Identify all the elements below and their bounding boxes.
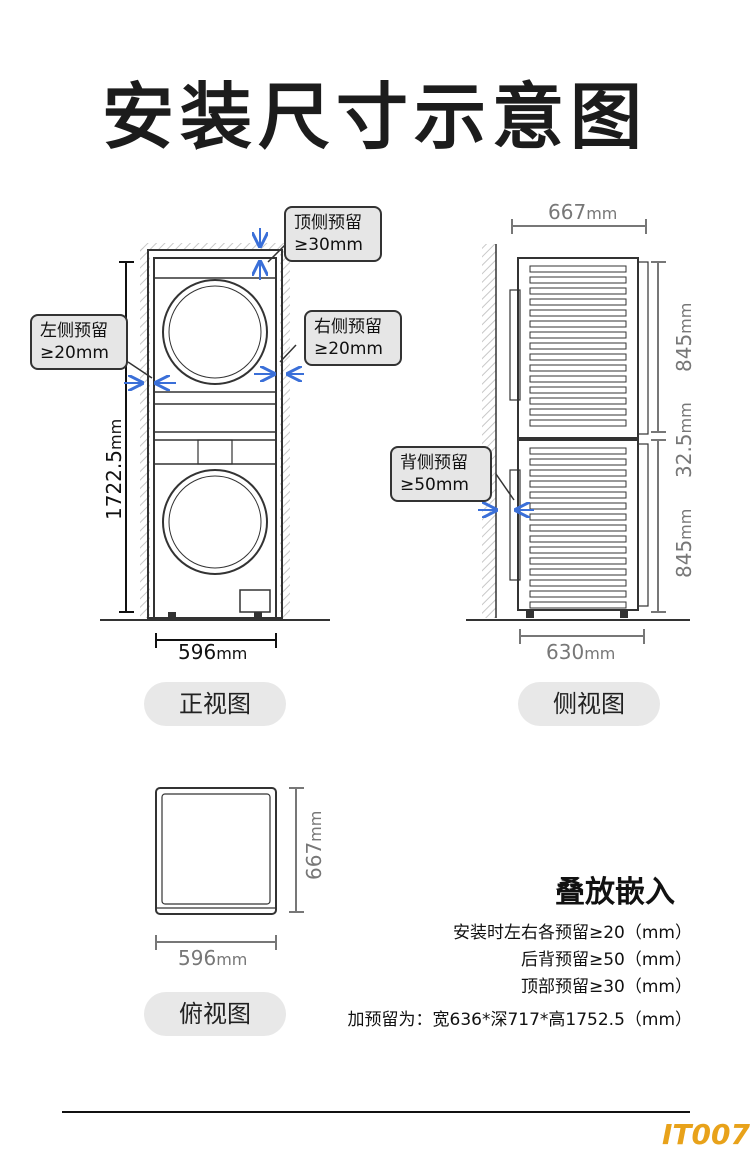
side-depth-bottom-dim: 630mm — [546, 640, 615, 664]
front-width-value: 596 — [178, 640, 217, 664]
note-total-size: 加预留为：宽636*深717*高1752.5（mm） — [347, 1010, 693, 1030]
note-back-clearance: 后背预留≥50（mm） — [521, 950, 692, 970]
top-width-value: 596 — [178, 946, 217, 970]
notes-list: 安装时左右各预留≥20（mm） 后背预留≥50（mm） 顶部预留≥30（mm） … — [348, 920, 693, 1034]
callout-back-title: 背侧预留 — [400, 453, 468, 473]
callout-right-clearance: 右侧预留 ≥20mm — [304, 310, 402, 366]
note-side-clearance: 安装时左右各预留≥20（mm） — [453, 923, 692, 943]
left-wall — [140, 248, 150, 618]
front-height-dim: 1722.5mm — [102, 419, 126, 520]
side-depth-top-value: 667 — [548, 200, 587, 224]
side-upper-height-value: 845 — [672, 333, 696, 372]
site-logo: IT007 — [662, 1118, 750, 1151]
side-ribs-upper — [529, 265, 627, 427]
side-rib — [529, 287, 627, 295]
washer-door — [162, 469, 268, 575]
side-rib — [529, 469, 627, 477]
side-rib — [529, 601, 627, 609]
callout-top-title: 顶侧预留 — [294, 213, 362, 233]
side-rib — [529, 535, 627, 543]
side-lower-height-value: 845 — [672, 539, 696, 578]
callout-right-title: 右侧预留 — [314, 317, 382, 337]
top-depth-value: 667 — [302, 841, 326, 880]
side-gap-dim: 32.5mm — [672, 402, 696, 478]
side-rib — [529, 320, 627, 328]
callout-back-value: ≥50mm — [400, 475, 469, 495]
side-gap-value: 32.5 — [672, 433, 696, 478]
side-lower-height-unit: mm — [676, 508, 695, 540]
side-rib — [529, 331, 627, 339]
side-rib — [529, 276, 627, 284]
callout-left-value: ≥20mm — [40, 343, 109, 363]
side-rib — [529, 364, 627, 372]
callout-left-clearance: 左侧预留 ≥20mm — [30, 314, 128, 370]
back-wall — [482, 244, 496, 618]
side-rib — [529, 265, 627, 273]
callout-right-value: ≥20mm — [314, 339, 383, 359]
side-rib — [529, 397, 627, 405]
side-gap-unit: mm — [676, 402, 695, 434]
side-rib — [529, 309, 627, 317]
side-rib — [529, 502, 627, 510]
page-title: 安装尺寸示意图 — [101, 75, 648, 159]
side-rib — [529, 513, 627, 521]
side-rib — [529, 590, 627, 598]
side-rib — [529, 524, 627, 532]
top-width-dim: 596mm — [178, 946, 247, 970]
side-ribs-lower — [529, 447, 627, 609]
top-depth-dim: 667mm — [302, 811, 326, 880]
side-rib — [529, 375, 627, 383]
side-rib — [529, 480, 627, 488]
upper-unit-side — [517, 257, 639, 439]
front-height-unit: mm — [106, 418, 125, 451]
side-rib — [529, 386, 627, 394]
side-rib — [529, 447, 627, 455]
label-top-view: 俯视图 — [144, 992, 286, 1036]
callout-back-clearance: 背侧预留 ≥50mm — [390, 446, 492, 502]
label-front-view: 正视图 — [144, 682, 286, 726]
top-depth-unit: mm — [306, 810, 325, 842]
side-rib — [529, 546, 627, 554]
side-depth-bottom-value: 630 — [546, 640, 585, 664]
side-rib — [529, 579, 627, 587]
side-lower-height-dim: 845mm — [672, 509, 696, 578]
top-view-drawing — [155, 787, 304, 950]
side-rib — [529, 458, 627, 466]
label-side-view: 侧视图 — [518, 682, 660, 726]
side-rib — [529, 568, 627, 576]
side-rib — [529, 557, 627, 565]
side-depth-top-unit: mm — [586, 204, 618, 223]
top-view-outline — [155, 787, 277, 915]
side-rib — [529, 419, 627, 427]
side-upper-height-unit: mm — [676, 302, 695, 334]
side-rib — [529, 408, 627, 416]
side-view-drawing — [466, 219, 690, 644]
callout-top-value: ≥30mm — [294, 235, 363, 255]
front-height-value: 1722.5 — [102, 450, 126, 520]
front-width-dim: 596mm — [178, 640, 247, 664]
side-upper-height-dim: 845mm — [672, 303, 696, 372]
side-rib — [529, 491, 627, 499]
side-depth-top-dim: 667mm — [548, 200, 617, 224]
side-rib — [529, 353, 627, 361]
right-wall — [280, 248, 290, 618]
dryer-door — [162, 279, 268, 385]
stacking-kit — [153, 403, 277, 433]
front-view-drawing — [100, 228, 330, 648]
side-rib — [529, 342, 627, 350]
top-wall — [140, 243, 290, 251]
side-rib — [529, 298, 627, 306]
notes-title: 叠放嵌入 — [555, 875, 675, 910]
side-depth-bottom-unit: mm — [584, 644, 616, 663]
note-top-clearance: 顶部预留≥30（mm） — [521, 977, 692, 997]
top-width-unit: mm — [216, 950, 248, 969]
callout-left-title: 左侧预留 — [40, 321, 108, 341]
front-width-unit: mm — [216, 644, 248, 663]
callout-top-clearance: 顶侧预留 ≥30mm — [284, 206, 382, 262]
